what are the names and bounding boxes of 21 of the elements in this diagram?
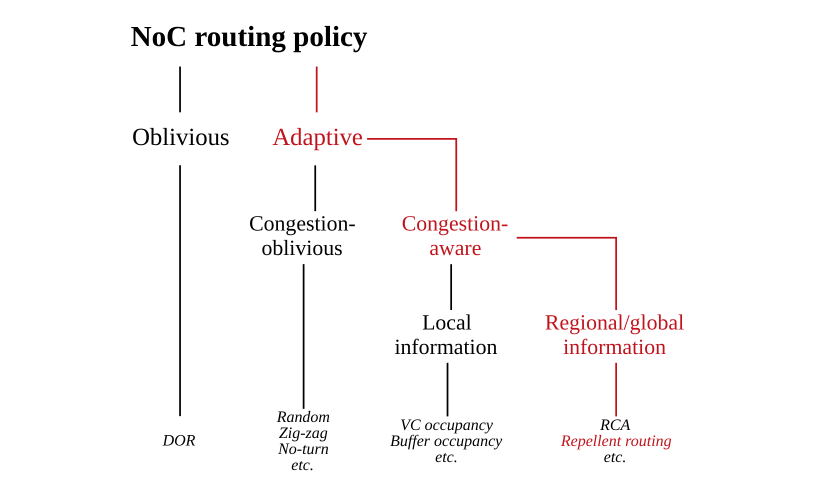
connector xyxy=(516,236,618,310)
node-text: Local information xyxy=(394,310,498,360)
node-text: DOR xyxy=(162,432,196,450)
connector xyxy=(446,362,448,416)
node-text: Adaptive xyxy=(272,124,363,151)
connector xyxy=(450,264,452,310)
connector xyxy=(615,362,618,416)
node-text: Congestion-aware xyxy=(402,211,508,260)
node-text: Oblivious xyxy=(132,124,230,151)
node-text: Congestion-oblivious xyxy=(249,211,356,260)
connector xyxy=(314,165,316,212)
connector xyxy=(302,264,304,409)
node-text: Random Zig-zag No-turn etc. xyxy=(276,409,330,474)
connector xyxy=(179,165,181,416)
connector xyxy=(316,66,318,112)
node-text: RCA Repellent routing etc. xyxy=(560,417,672,466)
node-text: NoC routing policy xyxy=(130,20,368,53)
connector xyxy=(179,66,181,112)
node-text: Regional/global information xyxy=(544,310,684,360)
node-text: VC occupancy Buffer occupancy etc. xyxy=(390,417,502,466)
connector xyxy=(367,138,458,212)
